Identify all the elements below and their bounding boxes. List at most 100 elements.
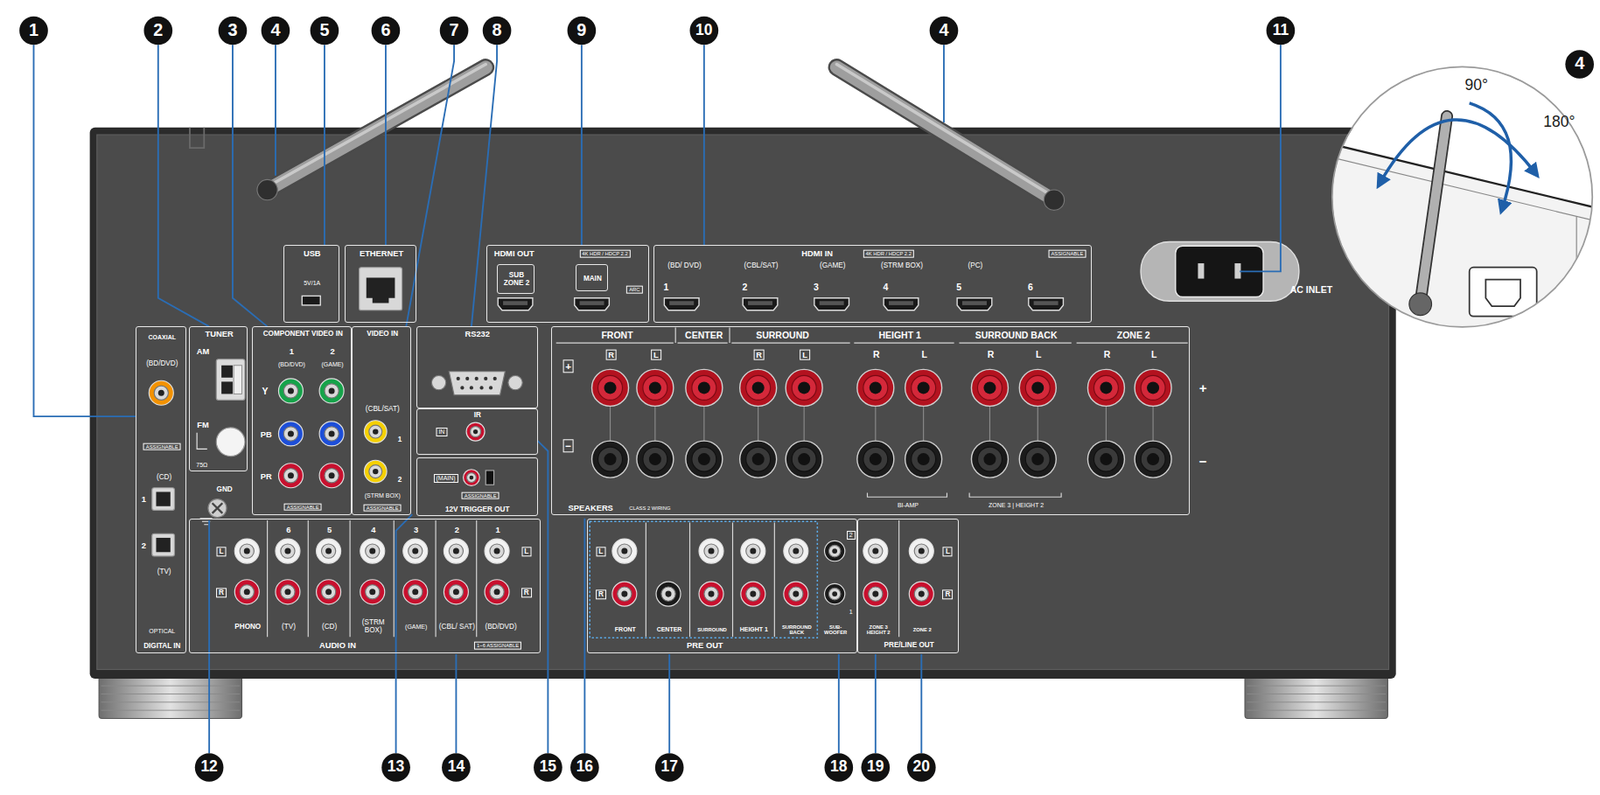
- section-label: L: [799, 349, 811, 361]
- speaker-terminal-ring: [1140, 447, 1166, 472]
- column-divider: [349, 520, 351, 637]
- rca-jack-shell: [466, 473, 476, 483]
- leader-line: [874, 654, 877, 754]
- rca-jack-pin: [369, 588, 376, 595]
- antenna-outline: [836, 67, 1054, 201]
- panel-section: VIDEO IN(CBL/SAT)12(STRM BOX)ASSIGNABLE: [351, 326, 412, 516]
- inset-panel: [1326, 142, 1600, 337]
- gnd-screw-cross: [212, 503, 224, 514]
- section-label: R: [521, 587, 532, 598]
- section-label: (GAME): [405, 623, 427, 631]
- section-label: 3: [413, 525, 419, 535]
- callout-number: 2: [153, 21, 163, 40]
- foot-groove: [100, 701, 240, 703]
- terminal-link: [1105, 405, 1107, 441]
- section-label: SUB- WOOFER: [820, 623, 852, 636]
- rs232-pin: [460, 385, 464, 390]
- hdmi-port: [814, 298, 850, 311]
- speaker-terminal: [740, 440, 777, 478]
- rca-jack-shell: [789, 544, 804, 559]
- rca-jack: [698, 581, 724, 607]
- rca-jack-shell: [324, 426, 339, 441]
- terminal-link: [1152, 405, 1154, 441]
- rs232-pin: [489, 385, 493, 390]
- callout-circle: [824, 753, 853, 783]
- ethernet-port: [359, 267, 403, 311]
- section-label: +: [562, 359, 574, 373]
- hdmi-port: [742, 298, 778, 311]
- panel-section: SUB ZONE 2: [496, 264, 535, 294]
- panel-section: IRIN: [416, 408, 538, 456]
- section-label: 5: [956, 282, 962, 293]
- rca-jack-pin: [284, 548, 291, 555]
- speaker-terminal: [1134, 369, 1172, 406]
- rca-jack: [908, 581, 934, 607]
- rca-jack-pin: [494, 548, 501, 555]
- section-label: ASSIGNABLE: [461, 491, 500, 500]
- speaker-terminal: [971, 440, 1008, 478]
- speaker-terminal-ring: [911, 447, 937, 472]
- section-label: SURROUND: [755, 330, 810, 341]
- speaker-terminal: [905, 369, 943, 406]
- section-label: (BD/DVD): [146, 360, 178, 369]
- rca-jack: [319, 378, 344, 404]
- rca-jack-shell: [661, 586, 676, 601]
- section-label: (CD): [156, 473, 172, 482]
- rs232-pin: [469, 385, 474, 390]
- header-rule: [853, 342, 954, 343]
- fm-mark: [196, 433, 208, 450]
- rca-jack-pin: [412, 548, 419, 555]
- section-label: 4K HDR / HDCP 2.2: [579, 250, 630, 259]
- antenna-highlight: [836, 64, 1054, 198]
- terminal-link: [654, 405, 656, 441]
- section-label: R: [595, 589, 607, 600]
- section-label: ZONE 3 | HEIGHT 2: [988, 503, 1044, 511]
- rca-jack: [466, 422, 485, 441]
- callout-number: 3: [227, 21, 238, 40]
- section-label: 2: [454, 525, 460, 535]
- section-label: PR: [260, 472, 273, 482]
- rca-jack-pin: [494, 588, 501, 595]
- callout-number: 1: [28, 21, 39, 40]
- section-label: PB: [260, 430, 273, 440]
- leader-line: [943, 44, 945, 123]
- optical-port: [152, 533, 175, 557]
- rca-jack-pin: [369, 548, 376, 555]
- header-rule: [1076, 342, 1188, 343]
- am-lever: [233, 365, 242, 395]
- section-label: 12V TRIGGER OUT: [445, 506, 510, 515]
- rca-jack-pin: [918, 548, 925, 555]
- speaker-terminal-hole: [752, 381, 765, 394]
- section-label: (TV): [281, 623, 296, 632]
- speaker-terminal-hole: [797, 453, 811, 466]
- header-divider: [675, 328, 677, 344]
- section-label: 2: [741, 282, 748, 293]
- rca-jack-pin: [372, 468, 378, 475]
- part-label: GND: [216, 486, 233, 494]
- section-label: ZONE 3 HEIGHT 2: [859, 623, 897, 636]
- leader-line: [471, 44, 497, 327]
- section-label: PRE/LINE OUT: [884, 642, 935, 650]
- callout-circle: [440, 16, 469, 46]
- callout-circle: [655, 753, 685, 783]
- rca-jack: [360, 579, 385, 605]
- rca-jack-shell: [828, 587, 841, 601]
- panel-section: ETHERNET: [344, 244, 417, 323]
- section-label: R: [987, 349, 995, 360]
- chassis: [90, 127, 1397, 679]
- speaker-terminal-ring: [911, 375, 937, 400]
- section-label: (BD/DVD): [278, 362, 306, 370]
- rca-jack: [275, 579, 301, 605]
- hdmi-port: [883, 298, 919, 311]
- hdmi-port: [574, 298, 610, 311]
- rca-jack: [319, 463, 344, 489]
- speaker-terminal-ring: [1140, 375, 1166, 400]
- angle-label: 180°: [1543, 114, 1575, 131]
- callout-circle: [1565, 49, 1594, 79]
- section-label: 2: [398, 476, 403, 485]
- rca-jack-pin: [621, 591, 628, 598]
- rca-jack: [403, 579, 428, 605]
- section-label: L: [595, 546, 606, 557]
- section-label: 6: [1027, 282, 1034, 293]
- section-label: CENTER: [656, 626, 683, 634]
